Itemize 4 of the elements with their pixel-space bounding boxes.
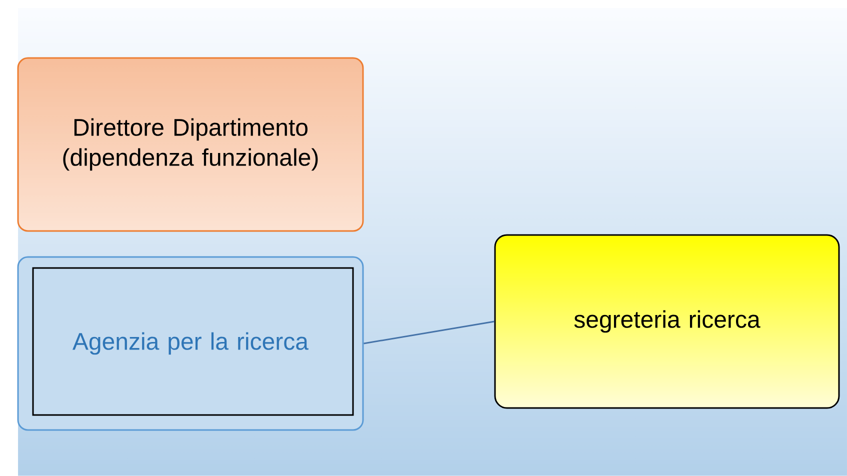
box-node: Direttore Dipartimento (dipendenza funzionale) [17,57,364,232]
framed-box: Agenzia per la ricerca [17,256,364,431]
connector-line [364,320,494,344]
box-node: segreteria ricerca [494,234,840,409]
